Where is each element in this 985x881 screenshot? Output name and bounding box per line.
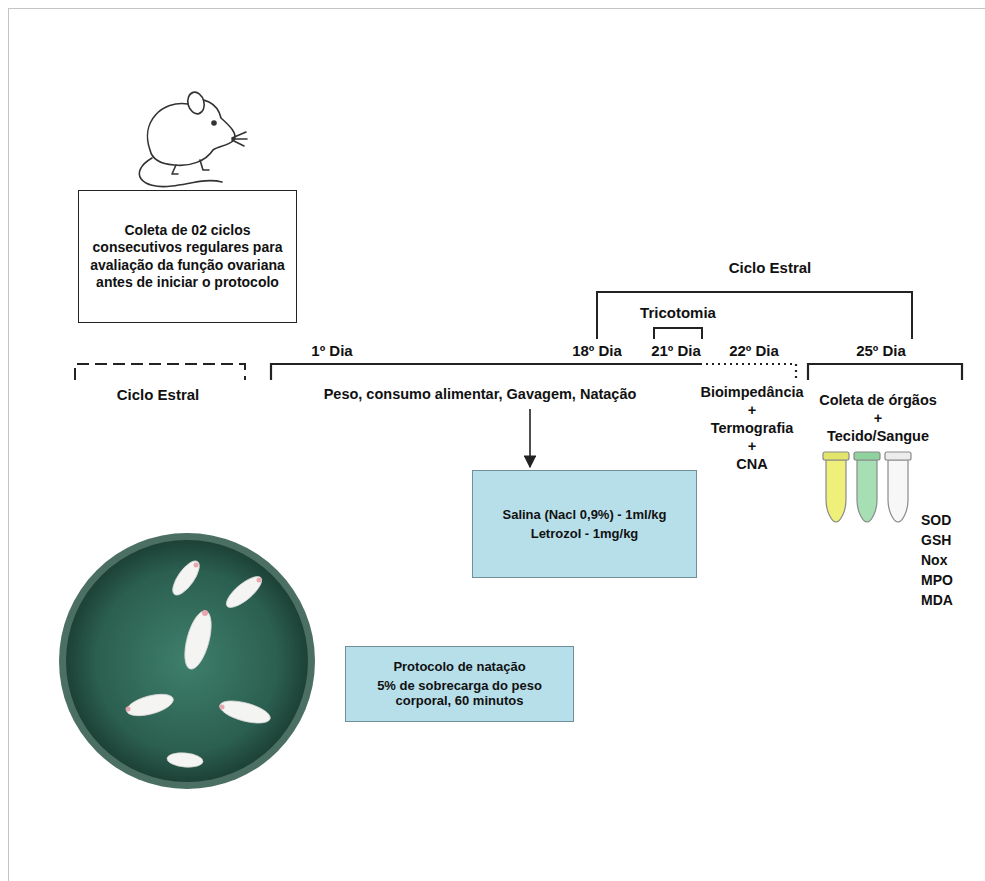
box-heading: Protocolo de natação (393, 659, 525, 675)
biomarker-label: MPO (921, 572, 953, 588)
treatment-box: Salina (Nacl 0,9%) - 1ml/kgLetrozol - 1m… (472, 470, 697, 578)
box-text: 5% de sobrecarga do peso corporal, 60 mi… (356, 678, 563, 710)
activity-label: Peso, consumo alimentar, Gavagem, Nataçã… (324, 386, 637, 403)
protocol-note-box: Coleta de 02 ciclos consecutivos regular… (78, 190, 297, 323)
assessment-label: Bioimpedância (700, 384, 803, 401)
box-heading: Salina (Nacl 0,9%) - 1ml/kg (502, 507, 666, 523)
swim-protocol-box: Protocolo de natação 5% de sobrecarga do … (345, 646, 574, 722)
day-label: 21º Dia (651, 342, 701, 359)
assessment-label: CNA (736, 456, 767, 473)
day-label: 22º Dia (729, 342, 779, 359)
rat-illustration (139, 90, 247, 186)
sample-tubes (823, 452, 911, 522)
frame (9, 9, 985, 881)
timeline-segment (271, 364, 700, 380)
biomarker-label: Nox (921, 552, 947, 568)
pointer-arrow (529, 409, 531, 467)
biomarker-label: GSH (921, 532, 951, 548)
period-bracket (654, 328, 702, 339)
day-label: 18º Dia (572, 342, 622, 359)
timeline-segment (75, 364, 245, 380)
period-label: Tricotomia (640, 304, 716, 321)
box-text: Letrozol - 1mg/kg (531, 526, 639, 542)
timeline-segment (700, 364, 796, 380)
assessment-label: + (748, 438, 756, 455)
day-label: 25º Dia (856, 342, 906, 359)
assessment-label: Termografia (711, 420, 794, 437)
biomarker-label: SOD (921, 512, 951, 528)
day-label: 1º Dia (311, 342, 352, 359)
timeline-segment (808, 364, 962, 380)
box-heading: Coleta de 02 ciclos consecutivos regular… (89, 222, 286, 290)
period-bracket (597, 292, 912, 339)
period-label: Ciclo Estral (729, 259, 812, 276)
collection-label: Tecido/Sangue (827, 428, 929, 445)
biomarker-label: MDA (921, 592, 953, 608)
collection-label: + (874, 410, 882, 427)
swimming-photo (59, 533, 315, 789)
period-label: Ciclo Estral (117, 386, 200, 403)
assessment-label: + (748, 402, 756, 419)
collection-label: Coleta de órgãos (819, 392, 937, 409)
